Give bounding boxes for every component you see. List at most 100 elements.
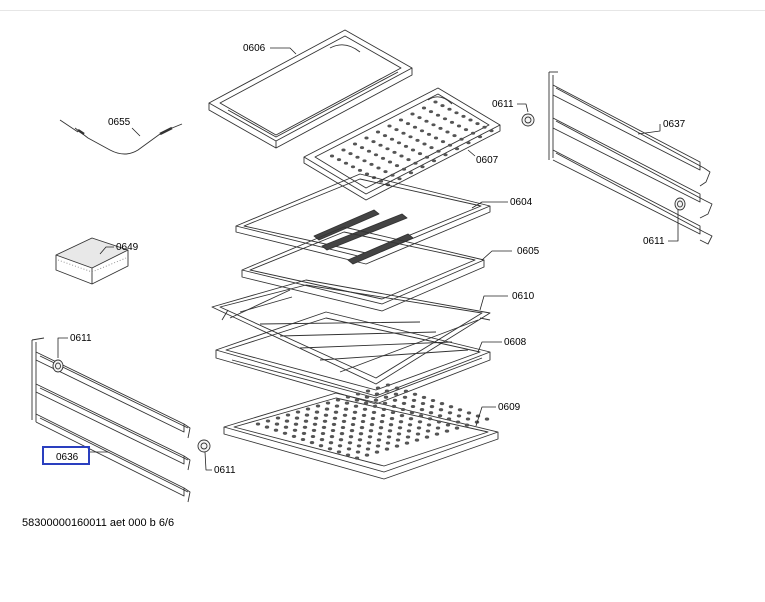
perforation-hole xyxy=(389,417,395,421)
perforation-hole xyxy=(412,125,418,129)
perforation-hole xyxy=(438,408,444,412)
perforation-hole xyxy=(443,153,448,157)
perforation-hole xyxy=(331,422,337,426)
label-0636: 0636 xyxy=(56,452,79,463)
part-0611-knob-rail-left[interactable] xyxy=(52,359,64,373)
perforation-hole xyxy=(342,413,348,417)
part-0609-perforated-tray[interactable] xyxy=(223,383,499,480)
perforation-hole xyxy=(332,416,338,420)
part-0608-deep-tray[interactable] xyxy=(215,311,491,405)
perforation-hole xyxy=(347,441,353,445)
perforation-hole xyxy=(273,428,279,432)
perforation-hole xyxy=(396,432,402,436)
perforation-hole xyxy=(336,450,342,454)
label-0610: 0610 xyxy=(512,291,535,302)
perforation-hole xyxy=(393,392,399,396)
part-0611-knob-bottom[interactable] xyxy=(197,439,211,453)
part-0649-cleaning-sponge[interactable] xyxy=(55,237,129,285)
part-0611-knob-rail-right[interactable] xyxy=(674,197,686,211)
perforation-hole xyxy=(352,142,358,146)
perforation-hole xyxy=(407,423,413,427)
perforation-hole xyxy=(411,398,417,402)
perforation-hole xyxy=(359,426,365,430)
perforation-hole xyxy=(387,160,393,164)
perforation-hole xyxy=(397,177,402,181)
perforation-hole xyxy=(313,416,319,420)
perforation-hole xyxy=(448,405,454,409)
perforation-hole xyxy=(440,104,445,108)
perforation-hole xyxy=(315,404,321,408)
perforation-hole xyxy=(388,423,394,427)
perforation-hole xyxy=(399,414,405,418)
part-0655-temperature-probe[interactable] xyxy=(59,119,183,155)
perforation-hole xyxy=(489,129,494,133)
perforation-hole xyxy=(380,156,386,160)
perforation-hole xyxy=(386,435,392,439)
perforation-hole xyxy=(341,148,346,152)
perforation-hole xyxy=(378,143,383,147)
perforation-hole xyxy=(353,404,359,408)
part-0605-flat-tray[interactable] xyxy=(241,226,485,312)
perforation-hole xyxy=(416,426,422,430)
perforation-hole xyxy=(428,110,434,114)
highlight-box-0636[interactable] xyxy=(42,446,90,465)
label-0605: 0605 xyxy=(517,246,540,257)
perforation-hole xyxy=(426,423,432,427)
perforation-hole xyxy=(406,429,412,433)
perforation-hole xyxy=(394,164,400,168)
perforation-hole xyxy=(382,134,388,138)
perforation-hole xyxy=(433,136,439,140)
part-0636-left-side-rail[interactable] xyxy=(31,337,191,503)
perforation-hole xyxy=(459,137,464,141)
perforation-hole xyxy=(377,432,383,436)
perforation-hole xyxy=(468,118,473,122)
perforation-hole xyxy=(343,407,349,411)
label-0604: 0604 xyxy=(510,197,533,208)
perforation-hole xyxy=(264,425,270,429)
perforation-hole xyxy=(429,405,435,409)
perforation-hole xyxy=(418,414,424,418)
perforation-hole xyxy=(311,428,317,432)
perforation-hole xyxy=(394,386,400,390)
perforation-hole xyxy=(369,162,374,166)
perforation-hole xyxy=(413,161,418,165)
part-0637-right-side-rail[interactable] xyxy=(548,71,713,245)
perforation-hole xyxy=(362,407,368,411)
perforation-hole xyxy=(383,170,388,174)
perforation-hole xyxy=(324,407,330,411)
perforation-hole xyxy=(408,135,413,139)
perforation-hole xyxy=(406,158,411,162)
perforation-hole xyxy=(363,401,369,405)
perforation-hole xyxy=(374,392,380,396)
perforation-hole xyxy=(398,420,404,424)
label-0611-right: 0611 xyxy=(643,236,665,247)
perforation-hole xyxy=(305,407,311,411)
perforation-hole xyxy=(372,404,378,408)
part-0604-baking-tray[interactable] xyxy=(235,173,491,265)
perforation-hole xyxy=(366,441,372,445)
part-0606-deep-pan[interactable] xyxy=(208,29,413,149)
perforation-hole xyxy=(419,129,425,133)
perforation-hole xyxy=(380,413,386,418)
perforation-hole xyxy=(408,417,414,421)
perforation-hole xyxy=(424,435,430,439)
perforation-hole xyxy=(440,140,446,144)
perforation-hole xyxy=(333,410,339,414)
part-0611-knob-top[interactable] xyxy=(521,113,535,127)
perforation-hole xyxy=(371,140,376,144)
perforation-hole xyxy=(314,410,320,414)
perforation-hole xyxy=(465,417,471,421)
perforation-hole xyxy=(349,429,355,433)
perforation-hole xyxy=(355,392,361,396)
part-0607-perforated-pan[interactable] xyxy=(303,87,501,201)
perforation-hole xyxy=(421,106,427,110)
perforation-hole xyxy=(335,398,341,402)
perforation-hole xyxy=(461,114,466,118)
perforation-hole xyxy=(447,107,452,111)
perforation-hole xyxy=(365,447,371,451)
perforation-hole xyxy=(345,395,351,399)
perforation-hole xyxy=(320,431,326,436)
perforation-hole xyxy=(445,423,451,427)
perforation-hole xyxy=(346,447,352,451)
